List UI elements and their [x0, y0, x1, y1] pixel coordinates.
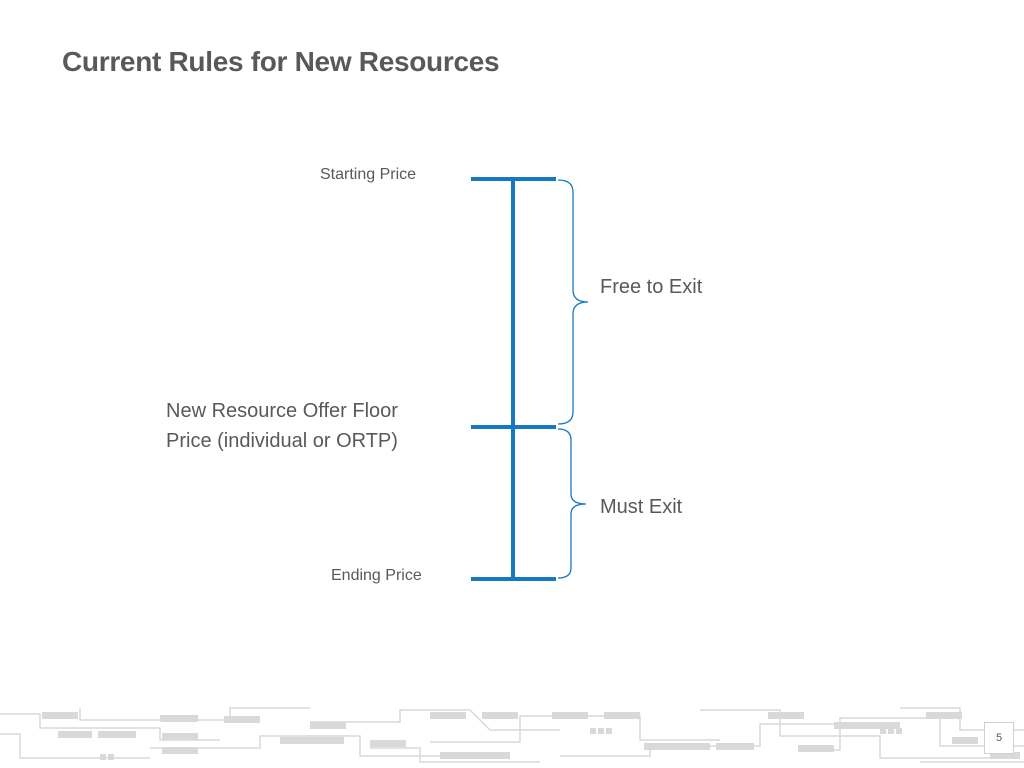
page-number: 5 — [984, 722, 1014, 754]
free-to-exit-brace — [557, 179, 589, 425]
floor-price-label-line2: Price (individual or ORTP) — [166, 430, 398, 452]
must-exit-label: Must Exit — [600, 496, 683, 518]
free-to-exit-label: Free to Exit — [600, 276, 703, 298]
price-range-diagram — [471, 177, 589, 581]
slide-title: Current Rules for New Resources — [62, 46, 500, 77]
ending-price-label: Ending Price — [331, 567, 422, 584]
floor-price-label-line1: New Resource Offer Floor — [166, 400, 398, 422]
footer-circuit-decoration — [0, 707, 1024, 763]
must-exit-brace — [557, 428, 587, 579]
starting-price-label: Starting Price — [320, 166, 417, 183]
